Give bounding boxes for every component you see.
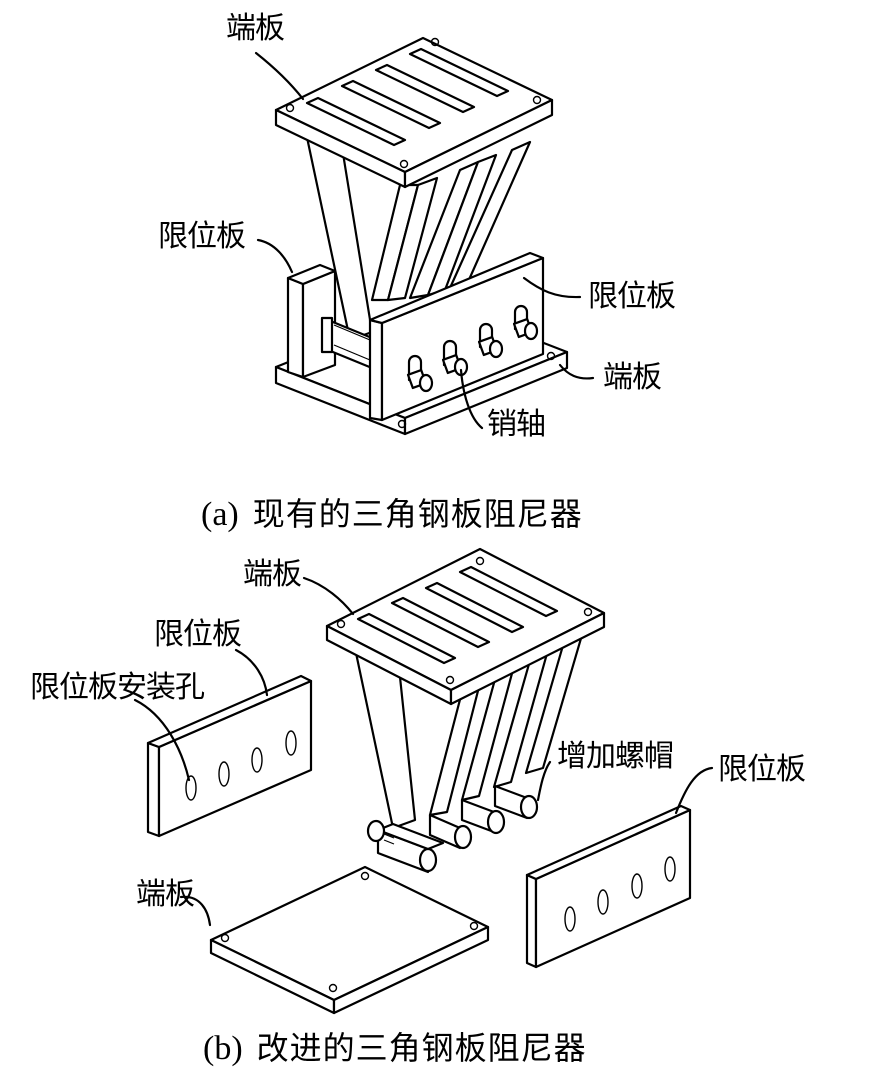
label-a-top-end-plate: 端板 [226,11,285,46]
nut-clevis-3 [460,798,506,835]
pin-shaft-2 [441,339,469,377]
figure-b-bottom-end-plate [209,865,490,1015]
label-b-bottom-end-plate: 端板 [136,877,195,912]
label-b-top-end-plate: 端板 [243,557,302,592]
figure-b-right-limit-plate [525,804,692,969]
label-b-mounting-hole: 限位板安装孔 [30,670,205,705]
caption-a-tag: (a) [201,496,239,533]
pin-shaft-1 [406,354,434,393]
figure-b-added-nuts [366,784,539,874]
caption-a-text: 现有的三角钢板阻尼器 [252,495,583,533]
caption-b-text: 改进的三角钢板阻尼器 [256,1029,587,1067]
figure-a-assembly [254,36,595,436]
label-a-left-limit-plate: 限位板 [158,219,246,254]
label-b-right-limit-plate: 限位板 [718,752,806,787]
nut-clevis-2 [428,813,473,850]
caption-b: (b) 改进的三角钢板阻尼器 [203,1030,587,1067]
figure-a-leader-lines [254,51,595,430]
label-a-pin-shaft: 销轴 [487,407,546,442]
figure-b-assembly [133,547,714,1015]
nut-clevis-4 [493,784,539,820]
label-a-right-limit-plate: 限位板 [588,279,676,314]
figure-b-triangle-plates [354,633,584,830]
figure-b-leader-lines [133,576,714,927]
figure-a-top-end-plate [274,36,554,189]
label-b-left-limit-plate: 限位板 [154,617,242,652]
caption-b-tag: (b) [203,1030,243,1067]
label-a-bottom-end-plate: 端板 [603,360,662,395]
figure-b-left-limit-plate [146,674,313,838]
pin-shaft-3 [477,322,504,359]
pin-shaft-4 [512,304,539,341]
caption-a: (a) 现有的三角钢板阻尼器 [201,496,583,533]
figure-a-triangle-plates [303,126,532,342]
figure-a-pin-shafts [406,304,539,393]
label-b-added-nut: 增加螺帽 [557,739,674,774]
figure-b-top-end-plate [325,547,606,706]
nut-clevis-1 [366,819,445,874]
